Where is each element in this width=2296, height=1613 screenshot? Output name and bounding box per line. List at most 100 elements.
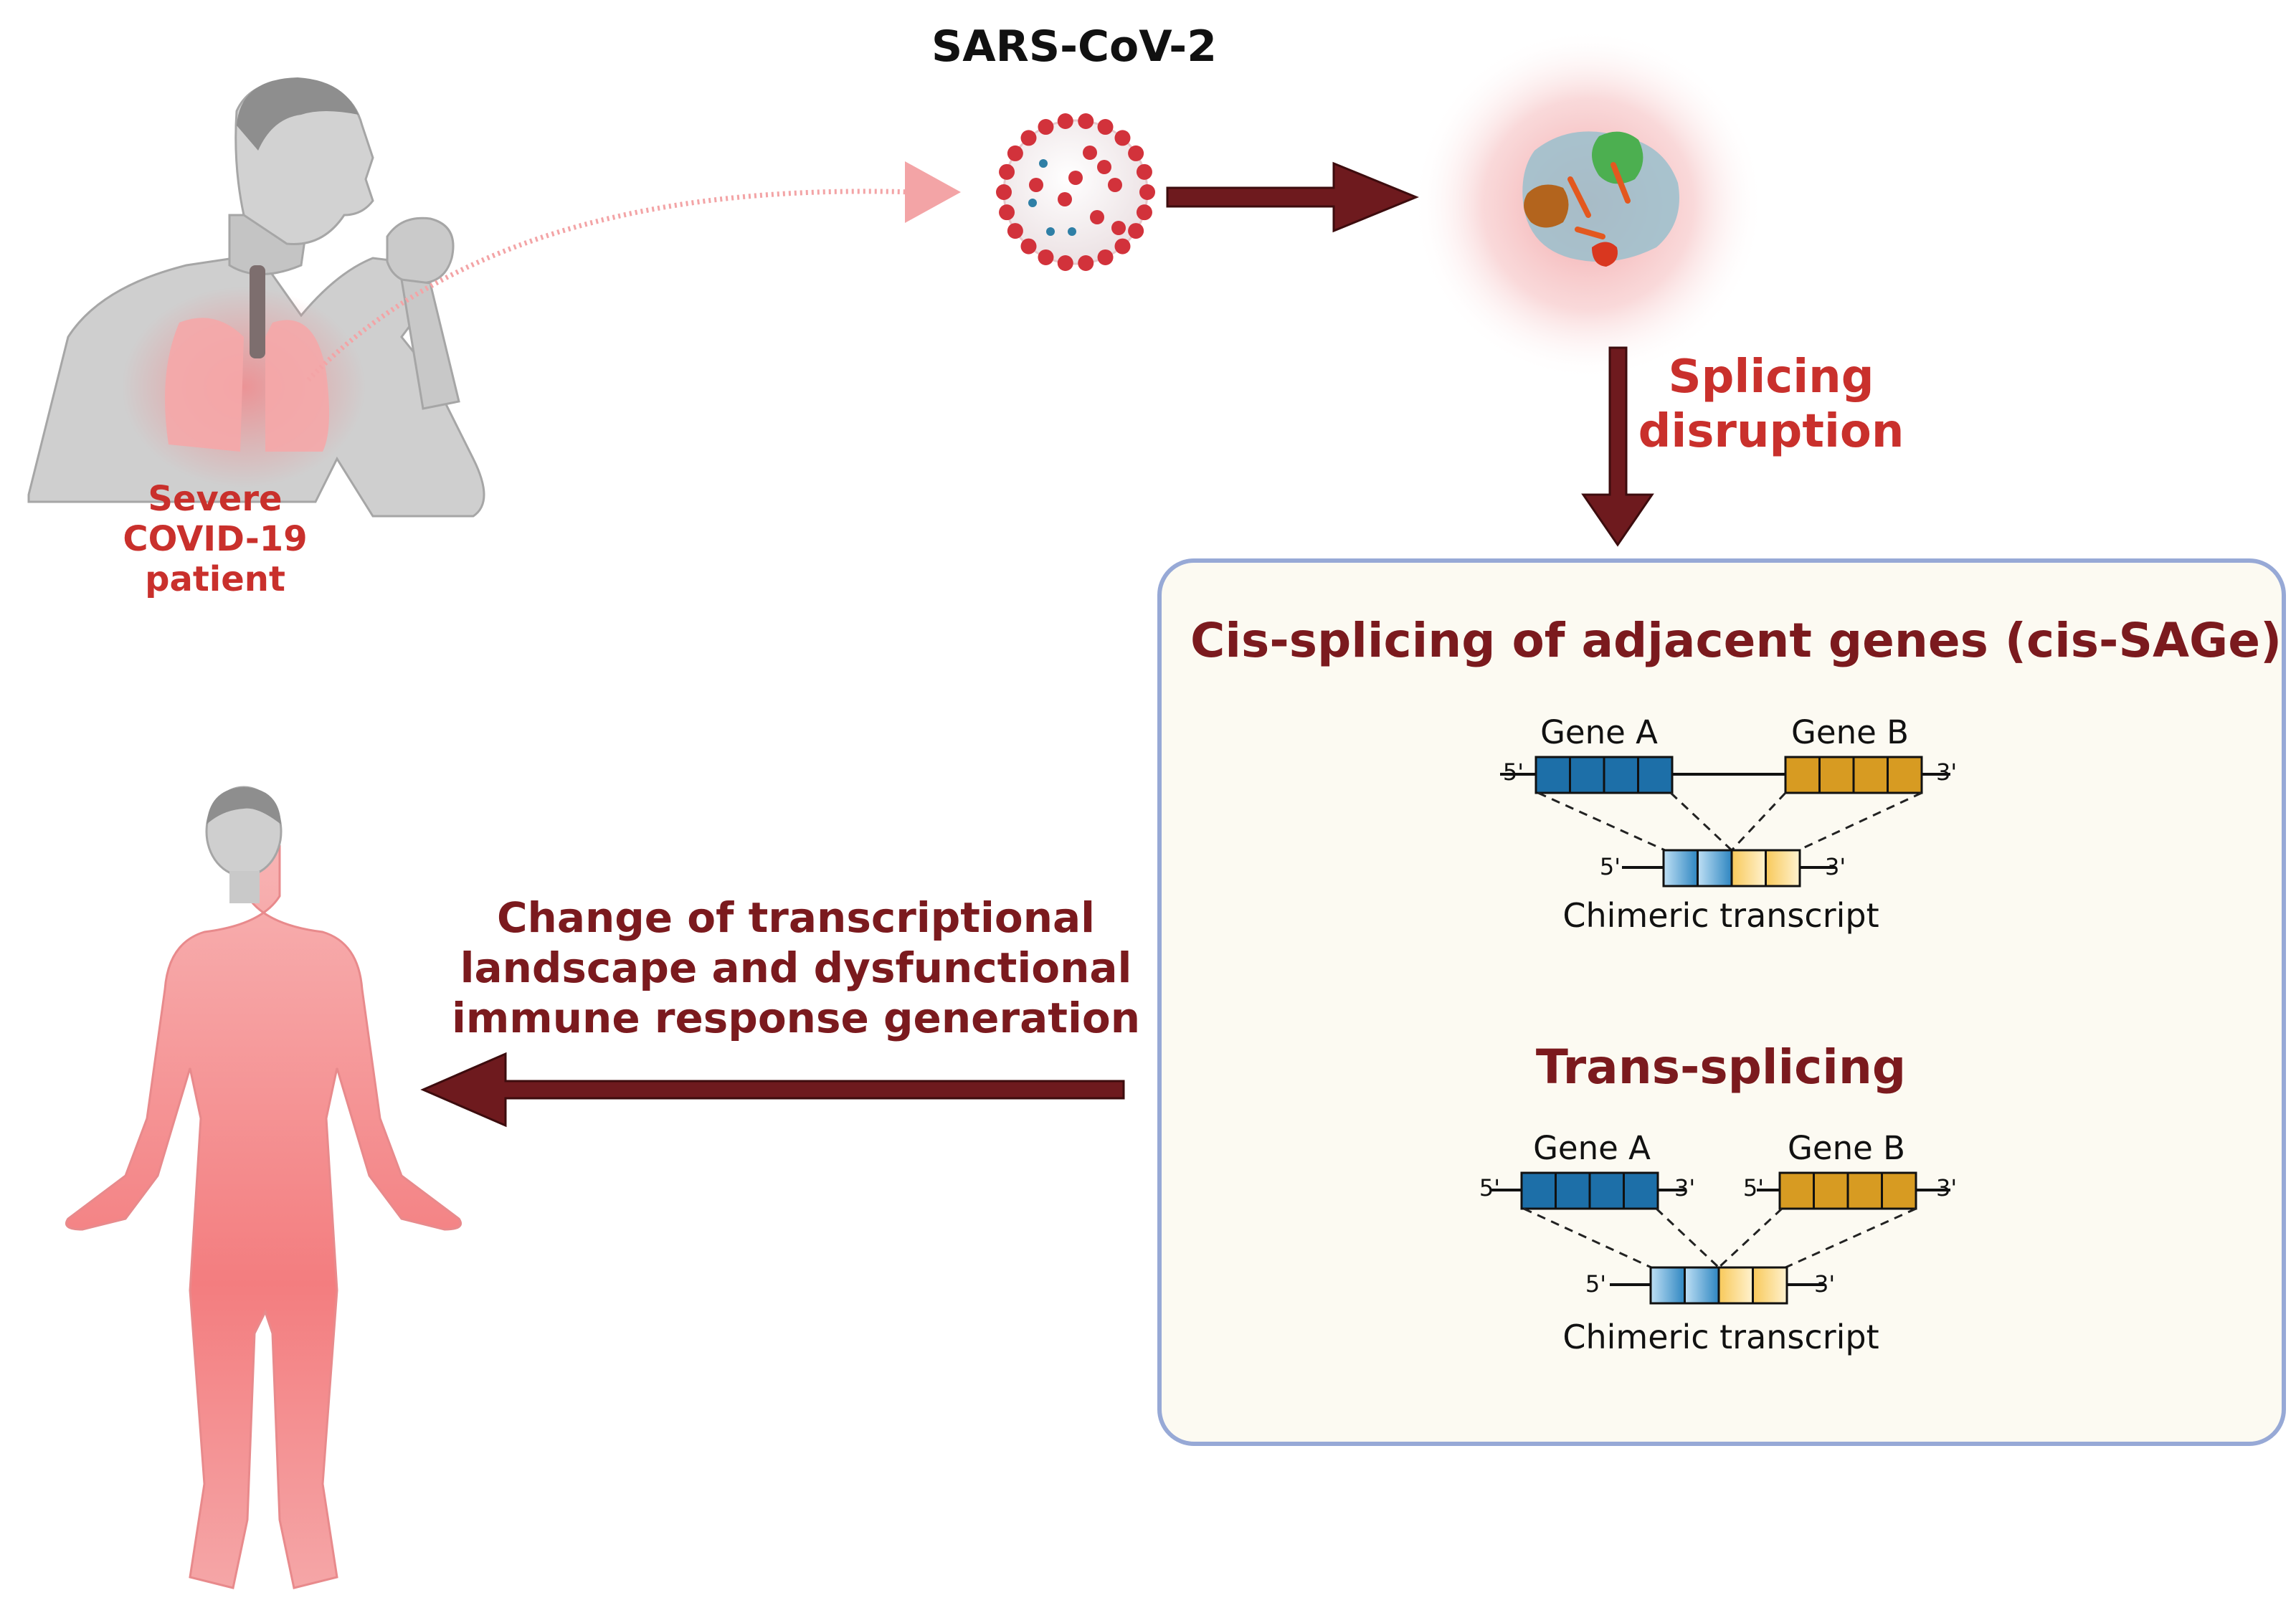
cell-orange-strand [1567,162,1631,239]
virus-spike [1078,113,1094,130]
cis-gene-b-label: Gene B [1791,713,1909,751]
human-neck [229,871,260,903]
virus-spike [1097,119,1114,135]
trans-gene-a-exon-1 [1520,1171,1557,1210]
virus-surface-spike [1068,171,1083,185]
virus-protein-dot [1039,159,1048,168]
virus-spike [999,204,1015,221]
trans-gene-a-exon-4 [1623,1171,1659,1210]
virus-spike [1128,223,1144,239]
human-hair [207,787,281,824]
trans-chimeric-a-exon-2 [1684,1266,1720,1305]
cis-gene-b-exons [1784,756,1923,794]
cis-gene-a-exon-3 [1603,756,1639,794]
trans-b-three-prime-label: 3' [1936,1174,1958,1202]
coronavirus-icon [996,113,1155,271]
virus-spike [1139,184,1155,200]
trans-gene-a-label: Gene A [1533,1129,1651,1167]
patient-label: Severe COVID-19 patient [108,479,323,599]
cis-gene-a-label: Gene A [1540,713,1658,751]
cis-gene-a-exon-4 [1637,756,1674,794]
trans-gene-a-exon-3 [1588,1171,1625,1210]
splicing-panel [1157,558,2286,1446]
virus-spike [1007,223,1023,239]
virus-surface-spike [1108,178,1122,192]
virus-spike [1057,254,1073,271]
trans-gene-a-exons [1520,1171,1659,1210]
cis-chimeric-exons [1662,849,1801,888]
virus-protein-dot [1028,199,1037,207]
virus-protein-dot [1046,227,1055,236]
virus-surface-spike [1090,210,1104,224]
cell-red-organelle [1592,242,1618,267]
virus-protein-dot [1068,227,1076,236]
virus-spike [1020,238,1037,254]
virus-surface-spike [1083,146,1097,160]
trans-a-three-prime-label: 3' [1674,1174,1696,1202]
trans-gene-b-exon-2 [1813,1171,1849,1210]
patient-label-line-1: Severe [148,479,283,519]
outcome-label-line-1: Change of transcriptional [496,893,1096,942]
trans-b-five-prime-label: 5' [1742,1174,1764,1202]
trans-splicing-title: Trans-splicing [1535,1039,1907,1095]
human-body-icon [65,786,462,1589]
lung-inflammation-glow [122,287,366,487]
patient-forearm [400,278,460,410]
virus-surface-spike [1097,160,1111,174]
cis-chimeric-b-exon-2 [1765,849,1801,888]
infected-cell-icon [1413,29,1764,380]
virus-title: SARS-CoV-2 [931,22,1217,72]
patient-label-line-2: COVID-19 [123,519,308,559]
virus-spike [1038,249,1054,265]
cis-gene-b-exon-4 [1887,756,1923,794]
virus-surface-spike [1058,192,1072,206]
splicing-label-line-1: Splicing [1668,351,1874,404]
outcome-label-line-3: immune response generation [451,994,1140,1042]
virus-spike [1007,145,1023,161]
cough-arrowhead [905,161,961,223]
patient-fist [386,217,455,285]
cis-gene-b-exon-2 [1818,756,1855,794]
trans-chimeric-three-prime-label: 3' [1814,1270,1836,1298]
virus-spike [996,184,1012,200]
arrow-virus-to-cell [1166,161,1419,233]
cis-chimeric-five-prime-label: 5' [1599,853,1621,880]
human-body-shape [65,825,462,1589]
cis-three-prime-label: 3' [1936,758,1958,786]
trans-gene-b-exon-1 [1778,1171,1815,1210]
cis-chimeric-a-exon-2 [1697,849,1733,888]
cis-splicing-diagram [1500,756,1950,888]
right-lung [265,320,329,452]
virus-spike [999,163,1015,180]
cis-chimeric-three-prime-label: 3' [1825,853,1846,880]
virus-spike [1038,119,1054,135]
cis-chimeric-b-exon-1 [1730,849,1767,888]
virus-spike [1057,113,1073,130]
virus-spike [1020,130,1037,146]
coughing-patient-icon [27,77,485,518]
trans-gene-b-label: Gene B [1788,1129,1905,1167]
cis-gene-a-exon-2 [1569,756,1605,794]
trans-chimeric-a-exon-1 [1649,1266,1686,1305]
trans-chimeric-b-exon-2 [1752,1266,1788,1305]
splicing-label-line-2: disruption [1638,405,1904,458]
outcome-label-line-2: landscape and dysfunctional [460,943,1132,992]
virus-spike [1136,204,1152,221]
cis-gene-b-exon-3 [1852,756,1889,794]
trans-chimeric-exons [1649,1266,1788,1305]
cis-chimeric-label: Chimeric transcript [1562,896,1879,935]
arrow-panel-to-human [420,1052,1125,1128]
trans-chimeric-b-exon-1 [1717,1266,1754,1305]
cis-splicing-title: Cis-splicing of adjacent genes (cis-SAGe… [1190,613,2282,668]
trans-gene-a-exon-2 [1555,1171,1591,1210]
trans-chimeric-label: Chimeric transcript [1562,1318,1879,1356]
trans-chimeric-five-prime-label: 5' [1585,1270,1606,1298]
virus-spike [1114,130,1131,146]
virus-spike [1114,238,1131,254]
patient-hair [237,77,359,151]
cis-gene-a-exons [1534,756,1674,794]
trachea [250,265,265,358]
cis-five-prime-label: 5' [1502,758,1524,786]
